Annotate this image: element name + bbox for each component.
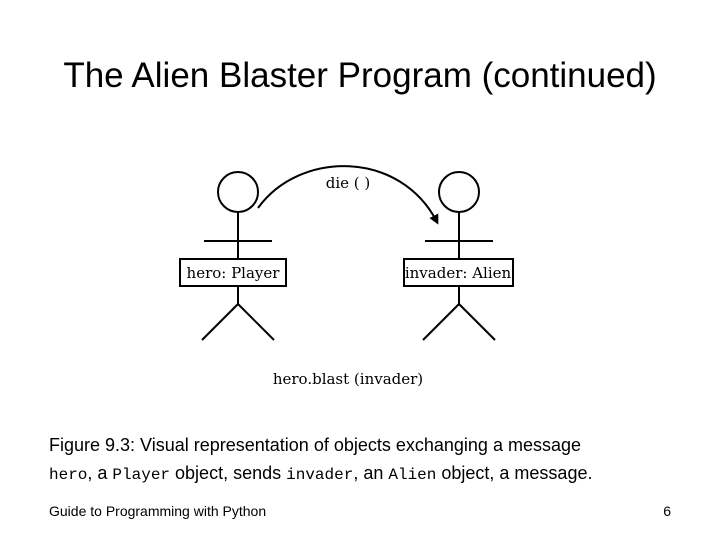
invader-right-leg [458, 303, 496, 341]
message-label: die ( ) [326, 174, 371, 192]
caption-text-object-message: object, a message. [436, 463, 593, 483]
invader-object-label: invader: Alien [405, 264, 512, 282]
caption-text-an: , an [353, 463, 389, 483]
code-player: Player [112, 466, 171, 484]
caption-text-object-sends: object, sends [170, 463, 287, 483]
code-invader: invader [286, 466, 354, 484]
hero-right-leg [237, 303, 275, 341]
figure-caption: Figure 9.3: Visual representation of obj… [49, 431, 699, 489]
hero-stick-figure [201, 171, 275, 341]
message-diagram: hero: Player invader: Alien die ( ) hero… [179, 165, 514, 388]
hero-object-box [179, 258, 287, 287]
invader-left-leg [422, 303, 460, 341]
invader-stick-figure [422, 171, 496, 341]
hero-head [217, 171, 259, 213]
hero-left-leg [201, 303, 239, 341]
hero-object-label: hero: Player [187, 264, 281, 282]
invader-object-box [403, 258, 514, 287]
message-arrow [257, 165, 439, 225]
slide-title: The Alien Blaster Program (continued) [63, 56, 657, 95]
caption-text-a: , a [87, 463, 113, 483]
invader-head [438, 171, 480, 213]
code-hero: hero [49, 466, 88, 484]
caption-line-1: Figure 9.3: Visual representation of obj… [49, 435, 581, 455]
call-label: hero.blast (invader) [273, 370, 423, 388]
footer-course-title: Guide to Programming with Python [49, 503, 267, 519]
caption-line-2: hero, a Player object, sends invader, an… [49, 459, 699, 489]
footer-page-number: 6 [663, 503, 671, 519]
code-alien: Alien [388, 466, 437, 484]
